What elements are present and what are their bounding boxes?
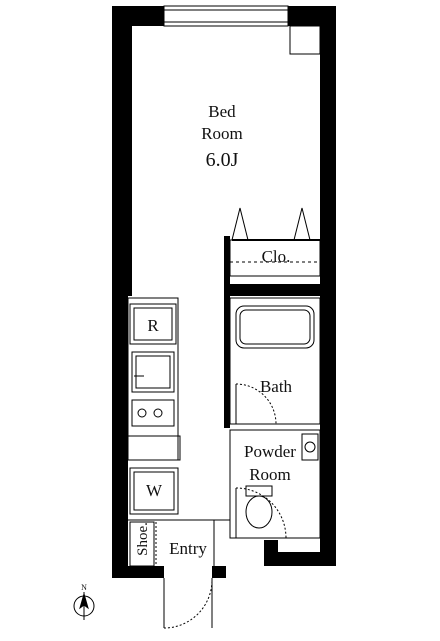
corner-column — [289, 25, 321, 55]
exterior-walls — [112, 6, 336, 578]
entry-label: Entry — [169, 539, 207, 558]
bath — [229, 297, 321, 425]
north-compass-icon — [73, 592, 95, 620]
interior-walls — [224, 236, 320, 428]
bedroom-label-line2: Room — [201, 124, 243, 143]
powder-label-line2: Room — [249, 465, 291, 484]
closet-label: Clo. — [262, 247, 291, 266]
powder-room — [229, 429, 321, 539]
north-label: N — [81, 583, 87, 592]
top-window — [163, 5, 289, 27]
washer — [129, 467, 179, 515]
bedroom-label-line1: Bed — [208, 102, 236, 121]
powder-label-line1: Powder — [244, 442, 296, 461]
washer-label: W — [146, 481, 163, 500]
kitchen-counter — [127, 297, 181, 461]
bath-label: Bath — [260, 377, 293, 396]
closet — [229, 207, 321, 277]
bedroom-size: 6.0J — [206, 149, 239, 171]
refrigerator-label: R — [147, 316, 159, 335]
entry-area — [128, 519, 230, 629]
shoe-label: Shoe. — [135, 522, 151, 556]
